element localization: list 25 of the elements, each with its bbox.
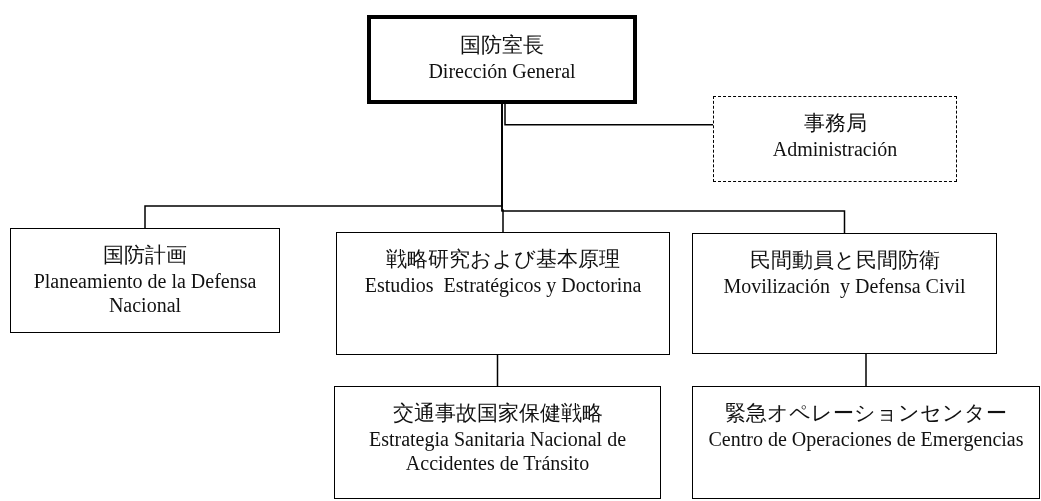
unit-name-spanish: Dirección General (428, 59, 576, 83)
connector-line (501, 103, 846, 234)
unit-name-spanish: Estrategia Sanitaria Nacional de Accidentes de Tránsito (367, 427, 628, 475)
connector-line (504, 103, 714, 126)
org-box (334, 386, 661, 499)
unit-name-spanish: Administración (772, 137, 898, 161)
unit-name-japanese: 戦略研究および基本原理 (386, 246, 620, 273)
unit-name-spanish: Planeamiento de la Defensa Nacional (32, 269, 258, 317)
org-box (692, 386, 1040, 499)
unit-name-spanish: Centro de Operaciones de Emergencias (708, 427, 1024, 451)
org-box (336, 232, 670, 355)
org-box (10, 228, 280, 333)
org-box (713, 96, 957, 182)
unit-name-japanese: 交通事故国家保健戦略 (392, 400, 603, 427)
org-box (692, 233, 997, 354)
connector-line (496, 354, 499, 387)
unit-name-japanese: 事務局 (803, 110, 867, 137)
unit-name-spanish: Movilización y Defensa Civil (723, 274, 966, 298)
connector-line (865, 353, 867, 387)
unit-name-spanish: Estudios Estratégicos y Doctorina (364, 273, 642, 297)
org-box (367, 15, 637, 104)
unit-name-japanese: 民間動員と民間防衛 (749, 247, 940, 274)
unit-name-japanese: 緊急オペレーションセンター (725, 400, 1007, 427)
unit-name-japanese: 国防室長 (460, 32, 544, 59)
unit-name-japanese: 国防計画 (103, 242, 187, 269)
